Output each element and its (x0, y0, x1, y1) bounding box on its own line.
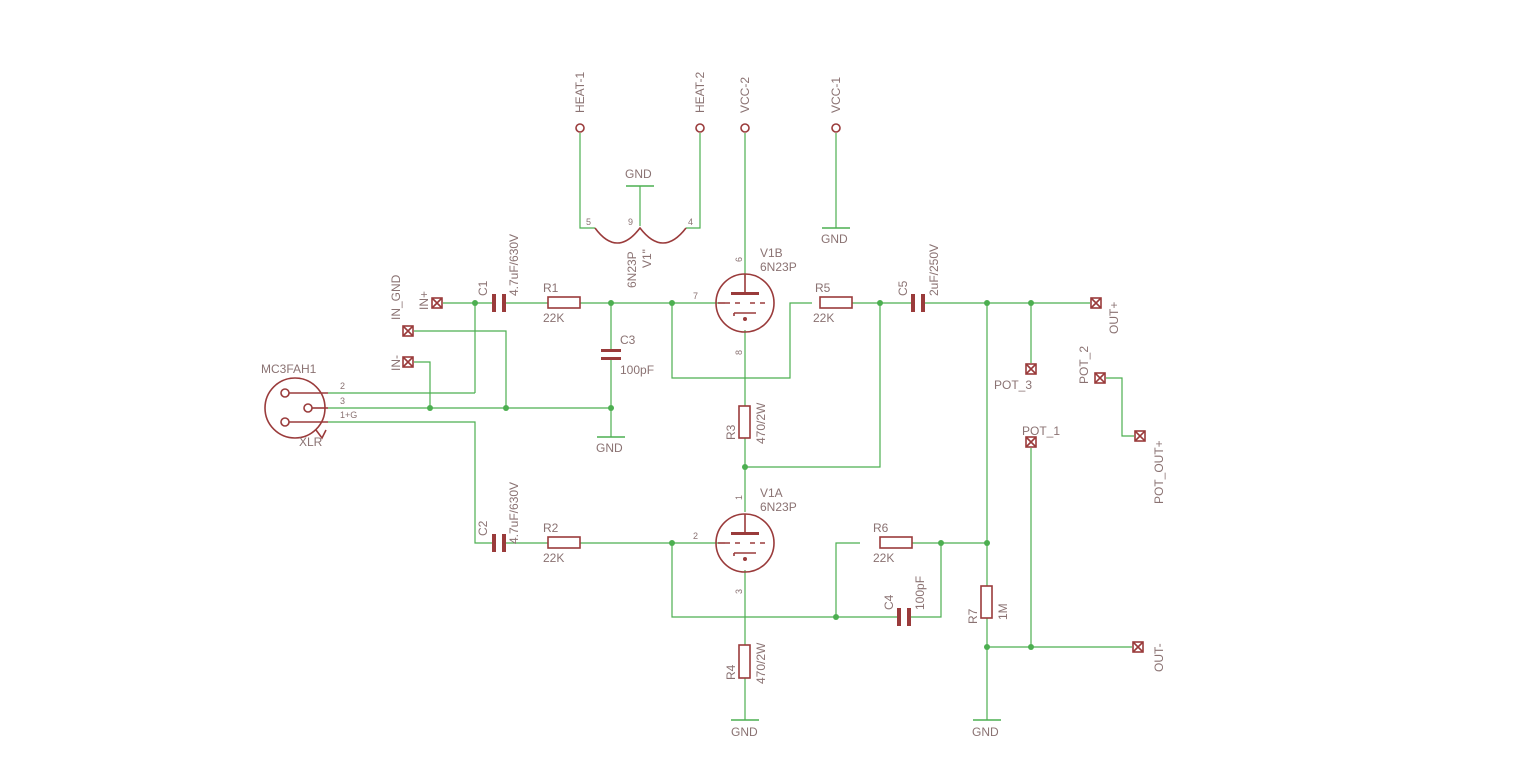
junction-dots (427, 300, 1034, 650)
v1a-value: 6N23P (760, 500, 797, 514)
label-vcc-1: VCC-1 (829, 77, 843, 113)
ground-symbols (597, 185, 1001, 721)
resistor-r7 (980, 585, 993, 619)
capacitor-c5 (911, 294, 925, 312)
label-out-minus: OUT- (1152, 643, 1166, 672)
label-gnd-heater: GND (625, 167, 652, 181)
v1b-name: V1B (760, 246, 783, 260)
pin-v1b-7: 7 (693, 291, 698, 301)
resistor-r1 (547, 296, 581, 309)
v1b-value: 6N23P (760, 260, 797, 274)
pin-xlr-2: 2 (340, 381, 345, 391)
label-mc3fah1: MC3FAH1 (261, 362, 317, 376)
pin-v1a-1: 1 (734, 495, 744, 500)
heater-filament (594, 226, 687, 244)
heater-name: V1" (640, 249, 654, 268)
c3-name: C3 (620, 333, 636, 347)
label-in-plus: IN+ (417, 291, 431, 310)
r6-name: R6 (873, 521, 889, 535)
label-in-minus: IN- (389, 355, 403, 371)
label-gnd-vcc1: GND (821, 232, 848, 246)
resistor-r6 (879, 536, 913, 549)
resistor-r4 (738, 644, 751, 679)
tube-v1b (715, 273, 775, 333)
r6-value: 22K (873, 551, 894, 565)
label-heat-1: HEAT-1 (573, 72, 587, 113)
pin-heater-4: 4 (688, 217, 693, 227)
c4-name: C4 (882, 594, 896, 610)
xlr-connector (264, 377, 328, 440)
resistor-r3 (738, 405, 751, 439)
label-pot-out-plus: POT_OUT+ (1152, 440, 1166, 504)
c5-name: C5 (896, 280, 910, 296)
tube-v1a (715, 513, 775, 573)
r5-name: R5 (815, 281, 831, 295)
c3-value: 100pF (620, 363, 654, 377)
c2-value: 4.7uF/630V (507, 482, 521, 544)
v1a-name: V1A (760, 486, 783, 500)
capacitor-c3 (601, 349, 621, 360)
heater-value: 6N23P (625, 251, 639, 288)
label-pot-2: POT_2 (1077, 346, 1091, 384)
label-pot-3: POT_3 (994, 378, 1032, 392)
capacitor-c1 (492, 294, 506, 312)
r4-value: 470/2W (754, 642, 768, 684)
pin-v1b-8: 8 (734, 350, 744, 355)
capacitor-c2 (492, 534, 506, 552)
r7-name: R7 (966, 608, 980, 624)
pin-heater-9: 9 (628, 217, 633, 227)
label-in-gnd: IN_GND (389, 274, 403, 320)
pin-xlr-3: 3 (340, 396, 345, 406)
r2-value: 22K (543, 551, 564, 565)
r4-name: R4 (724, 664, 738, 680)
pin-v1a-2: 2 (693, 531, 698, 541)
label-gnd-r4: GND (731, 725, 758, 739)
c4-value: 100pF (913, 576, 927, 610)
resistor-r2 (547, 536, 581, 549)
pin-v1b-6: 6 (734, 257, 744, 262)
r2-name: R2 (543, 521, 559, 535)
pin-v1a-3: 3 (734, 589, 744, 594)
r3-name: R3 (724, 424, 738, 440)
c2-name: C2 (476, 520, 490, 536)
label-xlr: XLR (299, 435, 323, 449)
r3-value: 470/2W (754, 402, 768, 444)
resistor-r5 (819, 296, 853, 309)
supply-pads (575, 123, 841, 133)
label-gnd-c3: GND (596, 441, 623, 455)
r1-name: R1 (543, 281, 559, 295)
label-gnd-r7: GND (972, 725, 999, 739)
c1-name: C1 (476, 280, 490, 296)
r7-value: 1M (996, 603, 1010, 620)
label-heat-2: HEAT-2 (693, 72, 707, 113)
pin-heater-5: 5 (586, 217, 591, 227)
connector-pads (402, 297, 1146, 653)
pin-xlr-1g: 1+G (340, 410, 357, 420)
r1-value: 22K (543, 311, 564, 325)
label-out-plus: OUT+ (1107, 302, 1121, 334)
capacitor-c4 (897, 608, 911, 626)
r5-value: 22K (813, 311, 834, 325)
label-pot-1: POT_1 (1022, 424, 1060, 438)
c1-value: 4.7uF/630V (507, 234, 521, 296)
wires (328, 133, 1134, 720)
c5-value: 2uF/250V (927, 244, 941, 296)
label-vcc-2: VCC-2 (738, 77, 752, 113)
